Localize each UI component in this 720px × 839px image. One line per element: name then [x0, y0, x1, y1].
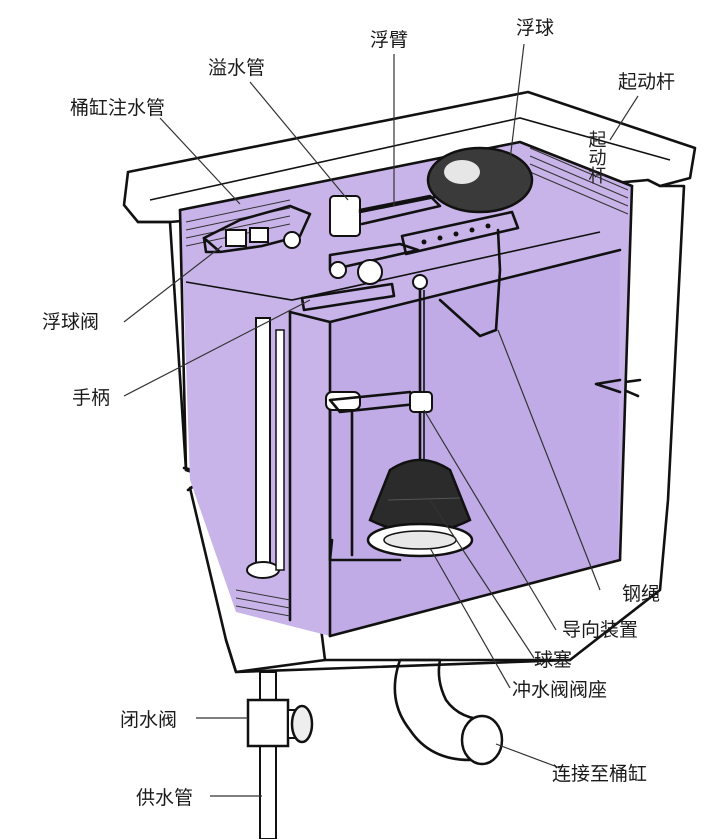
label-lift-rod: 起动杆: [618, 71, 675, 93]
label-float-ball: 浮球: [516, 17, 554, 39]
trip-lever-arm: [400, 210, 520, 338]
supply-assembly: [246, 671, 314, 839]
label-handle: 手柄: [72, 387, 110, 409]
label-ballcock: 浮球阀: [42, 311, 99, 333]
outlet-pipe: [393, 658, 504, 766]
flush-valve-assembly: [328, 274, 474, 558]
label-flapper-ball: 球塞: [534, 649, 572, 671]
leader-lines: [123, 43, 639, 797]
label-valve-seat: 冲水阀阀座: [512, 679, 607, 701]
label-lift-wire: 钢绳: [622, 583, 660, 605]
label-overflow-tube: 溢水管: [208, 57, 265, 79]
label-float-arm: 浮臂: [370, 29, 408, 51]
label-shutoff-valve: 闭水阀: [120, 709, 177, 731]
ballcock-pipe: [246, 317, 285, 579]
label-guide: 导向装置: [562, 619, 638, 641]
label-lift-rod-vertical: 起动杆: [586, 130, 607, 184]
labels: 桶缸注水管 溢水管 浮臂 浮球 起动杆 起动杆 浮球阀 手柄 钢绳 导向装置 球…: [42, 17, 675, 809]
water-body: [178, 140, 634, 638]
label-supply-pipe: 供水管: [136, 787, 193, 809]
lever-mechanism: [300, 194, 442, 312]
ballcock-valve: [202, 204, 312, 254]
label-to-bowl: 连接至桶缸: [552, 763, 647, 785]
label-fill-tube: 桶缸注水管: [70, 97, 165, 119]
float-assembly: [358, 146, 534, 214]
